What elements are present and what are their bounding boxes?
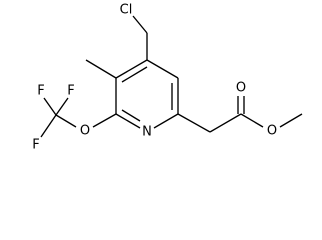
atom-labels: Cl F F F O N O O	[32, 3, 277, 153]
bond-ring-methylene	[177, 113, 211, 133]
ring-nitrogen-atom-label: N	[142, 125, 152, 140]
fluorine-atom-label: F	[67, 84, 74, 99]
fluorine-atom-label: F	[37, 84, 44, 99]
bond-cf3-fluorine-bottom	[40, 114, 57, 138]
carbonyl-oxygen-atom-label: O	[236, 81, 246, 96]
bond-ring-ether-oxygen	[92, 113, 117, 128]
bond-cf3-fluorine-top-left	[43, 97, 57, 116]
ring-bond-c3-c4	[115, 59, 148, 79]
bond-carbonyl-ester-oxygen	[240, 113, 264, 128]
bond-methylene-carbonyl	[209, 113, 242, 133]
ring-bond-c6-n	[153, 113, 179, 129]
ring-bond-n-c2-inner	[121, 109, 141, 122]
bond-ring-methyl	[85, 59, 117, 79]
ester-oxygen-atom-label: O	[267, 124, 277, 139]
ring-bond-n-c2	[115, 113, 141, 129]
chemical-structure-diagram: Cl F F F O N O O	[32, 3, 303, 153]
bond-ether-oxygen-cf3	[55, 114, 77, 128]
bond-ester-oxygen-methyl	[279, 113, 303, 128]
chlorine-atom-label: Cl	[120, 3, 133, 18]
bond-cf3-fluorine-top-right	[55, 97, 69, 116]
ring-bond-c3-c4-inner	[121, 66, 148, 83]
bond-chlorine-methylene	[132, 15, 148, 34]
ring-bond-c4-c5	[146, 59, 179, 79]
fluorine-atom-label: F	[32, 138, 39, 153]
bonds	[40, 15, 303, 138]
ether-oxygen-atom-label: O	[80, 124, 90, 139]
